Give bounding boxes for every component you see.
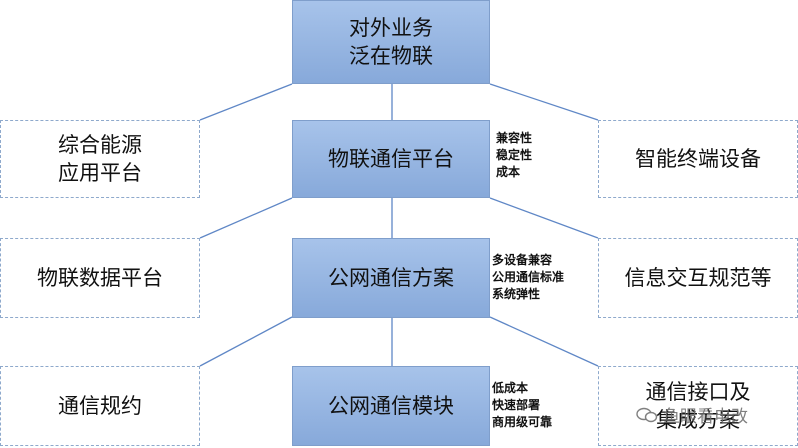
note-item: 稳定性 bbox=[496, 147, 533, 162]
watermark: 鱼眼看电改 bbox=[636, 402, 748, 427]
right-box-line1: 信息交互规范等 bbox=[624, 265, 772, 290]
right-box-line2: 集成方案 bbox=[656, 408, 740, 432]
left-box-level1: 综合能源 应用平台 bbox=[0, 120, 200, 198]
note-item: 公用通信标准 bbox=[492, 269, 565, 284]
notes-level1: 兼容性 稳定性 成本 bbox=[496, 130, 532, 180]
connector-line bbox=[199, 83, 293, 121]
right-box-level2: 信息交互规范等 bbox=[598, 238, 798, 318]
left-box-line1: 综合能源 bbox=[58, 132, 142, 157]
note-item: 系统弹性 bbox=[492, 286, 541, 301]
top-box-line1: 对外业务 bbox=[349, 15, 433, 40]
center-box-level3: 公网通信模块 bbox=[292, 366, 490, 446]
note-item: 兼容性 bbox=[496, 131, 533, 145]
connector-line bbox=[489, 197, 599, 239]
connector-line bbox=[489, 316, 599, 367]
note-item: 多设备兼容 bbox=[492, 253, 553, 267]
left-box-line1: 物联数据平台 bbox=[37, 265, 163, 290]
connector-line bbox=[199, 197, 293, 239]
note-item: 商用级可靠 bbox=[492, 414, 553, 429]
connector-line bbox=[489, 83, 599, 121]
right-box-level1: 智能终端设备 bbox=[598, 120, 798, 198]
center-box-level1: 物联通信平台 bbox=[292, 120, 490, 198]
notes-level2: 多设备兼容 公用通信标准 系统弹性 bbox=[492, 252, 564, 302]
center-box-label: 物联通信平台 bbox=[328, 146, 454, 171]
top-box-business-iot: 对外业务 泛在物联 bbox=[292, 0, 490, 84]
left-box-level3: 通信规约 bbox=[0, 366, 200, 446]
right-box-line1: 智能终端设备 bbox=[635, 146, 761, 171]
center-box-label: 公网通信模块 bbox=[328, 393, 454, 418]
left-box-level2: 物联数据平台 bbox=[0, 238, 200, 318]
notes-level3: 低成本 快速部署 商用级可靠 bbox=[492, 380, 552, 430]
note-item: 低成本 bbox=[492, 381, 529, 395]
wechat-icon bbox=[636, 407, 658, 422]
note-item: 快速部署 bbox=[492, 397, 541, 412]
left-box-line1: 通信规约 bbox=[58, 393, 142, 418]
center-box-label: 公网通信方案 bbox=[328, 265, 454, 290]
right-box-line1: 通信接口及 bbox=[645, 379, 751, 404]
center-box-level2: 公网通信方案 bbox=[292, 238, 490, 318]
watermark-text: 鱼眼看电改 bbox=[663, 407, 748, 427]
connector-line bbox=[199, 316, 293, 367]
top-box-line2: 泛在物联 bbox=[349, 44, 433, 68]
note-item: 成本 bbox=[496, 164, 521, 179]
left-box-line2: 应用平台 bbox=[58, 161, 142, 185]
